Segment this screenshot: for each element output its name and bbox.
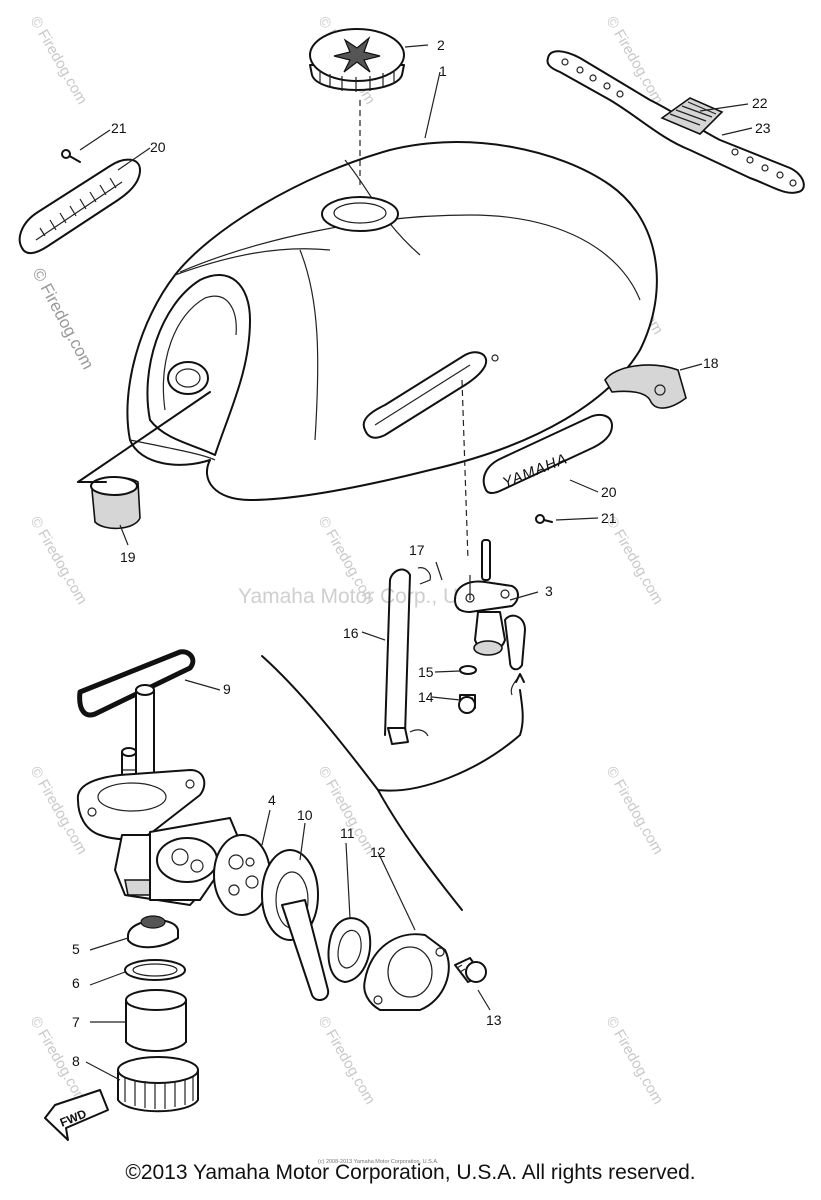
damper-19 — [77, 391, 211, 530]
callout-2: 2 — [437, 37, 445, 53]
assembly-leader-curve — [261, 655, 524, 792]
watermark-text: © Firedog.com — [27, 14, 91, 108]
lower-fuel-cock — [76, 649, 487, 1113]
upper-fuel-cock — [384, 379, 526, 745]
callout-11: 11 — [340, 825, 355, 841]
callout-21-top: 21 — [111, 120, 127, 136]
callout-18: 18 — [703, 355, 719, 371]
left-emblem — [18, 149, 141, 254]
center-watermark: Yamaha Motor Corp., U.S.A. — [238, 585, 504, 608]
watermark-text: © Firedog.com — [603, 764, 667, 858]
callout-1: 1 — [439, 63, 447, 79]
callout-16: 16 — [343, 625, 359, 641]
fwd-arrow: FWD — [44, 1089, 109, 1141]
callout-13: 13 — [486, 1012, 502, 1028]
callout-5: 5 — [72, 941, 80, 957]
cushion-hole — [654, 384, 666, 396]
small-print: (c) 2008-2013 Yamaha Motor Corporation, … — [318, 1159, 439, 1165]
callout-9: 9 — [223, 681, 231, 697]
assembly-leader-line — [377, 789, 463, 911]
callout-23: 23 — [755, 120, 771, 136]
watermark-text: © Firedog.com — [27, 514, 91, 608]
callout-4: 4 — [268, 792, 276, 808]
callout-19: 19 — [120, 549, 136, 565]
callout-8: 8 — [72, 1053, 80, 1069]
filler-cap — [309, 28, 405, 92]
callout-12: 12 — [370, 844, 386, 860]
callout-3: 3 — [545, 583, 553, 599]
copyright-notice: ©2013 Yamaha Motor Corporation, U.S.A. A… — [125, 1161, 696, 1184]
cushion-18 — [604, 364, 687, 409]
callout-numbers: 2 1 22 23 21 20 18 20 21 19 17 3 16 15 1… — [72, 37, 771, 1069]
callout-6: 6 — [72, 975, 80, 991]
callout-10: 10 — [297, 807, 313, 823]
watermark-text: © Firedog.com — [27, 1014, 91, 1108]
callout-17: 17 — [409, 542, 425, 558]
callout-22: 22 — [752, 95, 768, 111]
leader-lines — [79, 44, 753, 1081]
watermark-text: © Firedog.com — [603, 1014, 667, 1108]
callout-20-top: 20 — [150, 139, 166, 155]
callout-15: 15 — [418, 664, 434, 680]
callout-14: 14 — [418, 689, 434, 705]
fuel-tank — [126, 141, 658, 501]
watermark-text: © Firedog.com — [603, 514, 667, 608]
callout-21-right: 21 — [601, 510, 617, 526]
callout-7: 7 — [72, 1014, 80, 1030]
watermark-text: © Firedog.com — [315, 1014, 379, 1108]
tank-strap — [546, 50, 805, 194]
watermark-text-dark: © Firedog.com — [28, 265, 97, 373]
callout-20-right: 20 — [601, 484, 617, 500]
